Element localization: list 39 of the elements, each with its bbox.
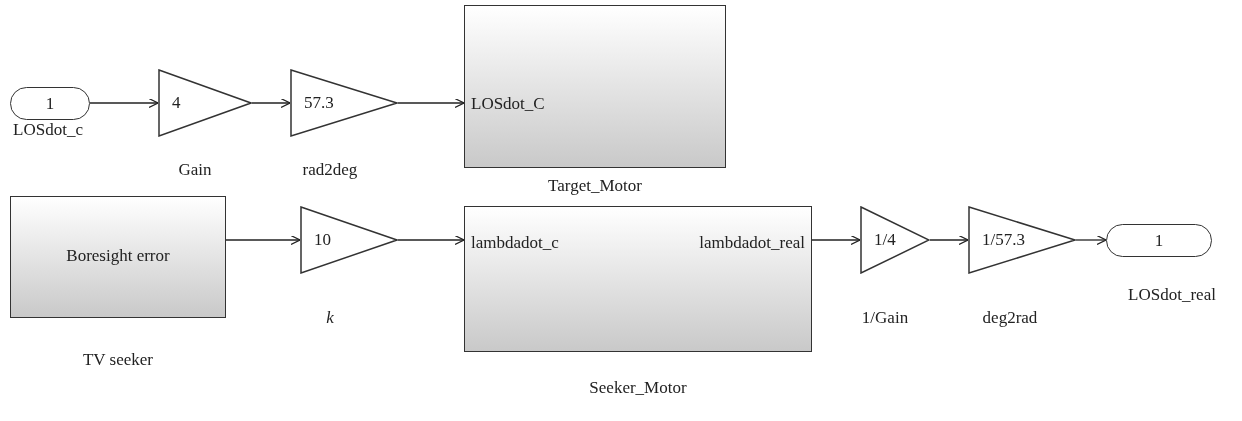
block-value: 1 xyxy=(44,93,56,114)
arrow xyxy=(225,234,301,246)
port-label: Boresight error xyxy=(65,246,171,266)
gain-block xyxy=(300,206,398,274)
port-label: lambdadot_real xyxy=(699,233,805,253)
block-name: Seeker_Motor xyxy=(589,378,687,398)
block-name: deg2rad xyxy=(982,308,1038,328)
block-value: 1/57.3 xyxy=(982,230,1025,250)
gain-block xyxy=(860,206,930,274)
block-name: Gain xyxy=(178,160,212,180)
arrow xyxy=(811,234,861,246)
arrow xyxy=(929,234,969,246)
gain-block xyxy=(968,206,1076,274)
block-name: k xyxy=(326,308,334,328)
block-name: LOSdot_c xyxy=(13,120,83,140)
port-block xyxy=(1106,224,1212,257)
arrow xyxy=(251,97,291,109)
subsystem-block xyxy=(464,5,726,168)
arrow xyxy=(1075,234,1107,246)
gain-block xyxy=(290,69,398,137)
port-label: lambdadot_c xyxy=(471,233,559,253)
block-value: 4 xyxy=(172,93,181,113)
gain-block xyxy=(158,69,252,137)
arrow xyxy=(89,97,159,109)
subsystem-block xyxy=(10,196,226,318)
port-label: LOSdot_C xyxy=(471,94,545,114)
block-name: LOSdot_real xyxy=(1128,285,1216,305)
block-name: rad2deg xyxy=(302,160,358,180)
arrow xyxy=(397,234,465,246)
block-value: 57.3 xyxy=(304,93,334,113)
block-value: 1/4 xyxy=(874,230,896,250)
arrow xyxy=(397,97,465,109)
block-name: 1/Gain xyxy=(861,308,909,328)
block-name: Target_Motor xyxy=(548,176,642,196)
block-value: 10 xyxy=(314,230,331,250)
block-value: 1 xyxy=(1153,230,1165,251)
subsystem-block xyxy=(464,206,812,352)
port-block xyxy=(10,87,90,120)
block-name: TV seeker xyxy=(83,350,153,370)
